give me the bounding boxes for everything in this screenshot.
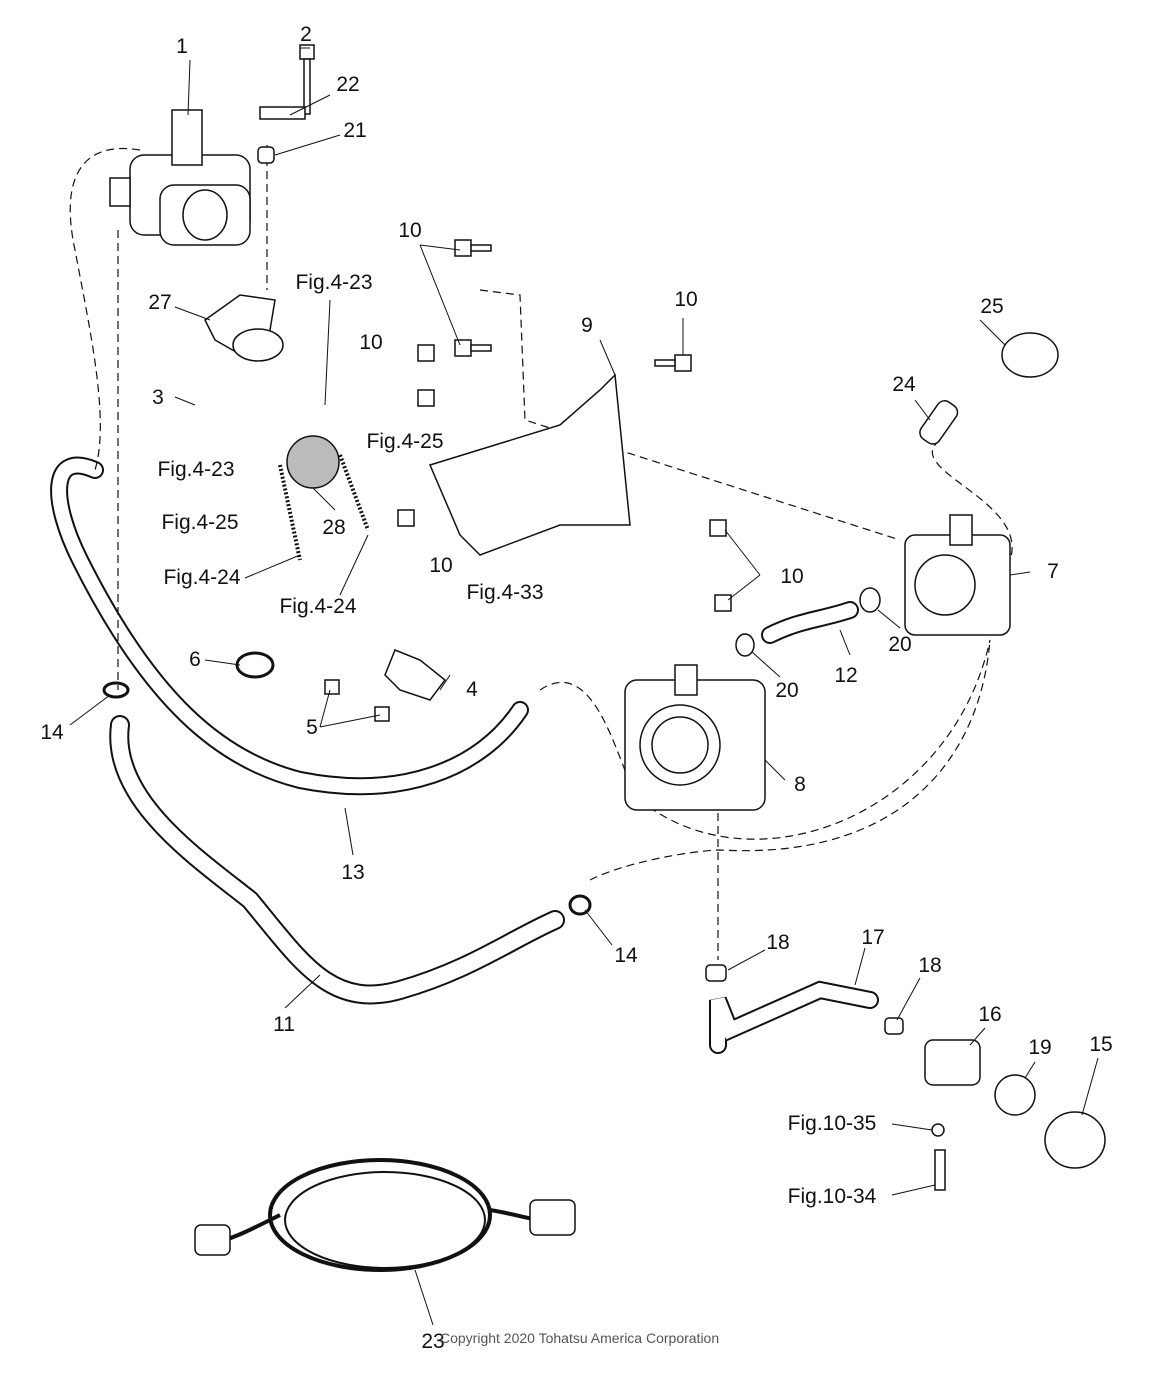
carburetor xyxy=(109,109,251,246)
elbow-16 xyxy=(924,1039,981,1086)
copyright-notice: Copyright 2020 Tohatsu America Corporati… xyxy=(440,1330,720,1346)
callout-10: 10 xyxy=(359,331,383,354)
connector-left xyxy=(194,1224,231,1256)
intake-adapter xyxy=(204,294,284,362)
connector-right xyxy=(529,1199,576,1236)
callout-7: 7 xyxy=(1047,560,1059,583)
callout-14: 14 xyxy=(40,721,64,744)
callout-fig-4-23: Fig.4-23 xyxy=(157,458,235,481)
plate-4 xyxy=(384,649,447,701)
callout-17: 17 xyxy=(861,926,885,949)
callout-14: 14 xyxy=(614,944,638,967)
callout-10: 10 xyxy=(398,219,422,242)
callout-18: 18 xyxy=(918,954,942,977)
cap-15 xyxy=(1044,1111,1106,1169)
hose-24 xyxy=(919,400,959,445)
callout-fig-4-25: Fig.4-25 xyxy=(161,511,239,534)
callout-20: 20 xyxy=(775,679,799,702)
callout-11: 11 xyxy=(273,1013,295,1036)
callout-3: 3 xyxy=(152,386,164,409)
callout-9: 9 xyxy=(581,314,593,337)
callout-10: 10 xyxy=(674,288,698,311)
callout-25: 25 xyxy=(980,295,1004,318)
callout-16: 16 xyxy=(978,1003,1002,1026)
clamp-6 xyxy=(235,651,275,679)
filter-25 xyxy=(1001,332,1059,378)
callout-6: 6 xyxy=(189,648,201,671)
callout-10: 10 xyxy=(780,565,804,588)
callout-23: 23 xyxy=(421,1330,445,1353)
callout-22: 22 xyxy=(336,73,360,96)
callout-fig-10-34: Fig.10-34 xyxy=(787,1185,877,1208)
connector-19 xyxy=(994,1074,1036,1116)
callout-12: 12 xyxy=(834,664,858,687)
callout-13: 13 xyxy=(341,861,365,884)
callout-21: 21 xyxy=(343,119,367,142)
bracket-9 xyxy=(428,373,631,556)
callout-fig-4-25: Fig.4-25 xyxy=(366,430,444,453)
callout-10: 10 xyxy=(429,554,453,577)
callout-24: 24 xyxy=(892,373,916,396)
callout-8: 8 xyxy=(794,773,806,796)
callout-19: 19 xyxy=(1028,1036,1052,1059)
callout-5: 5 xyxy=(306,716,318,739)
callout-28: 28 xyxy=(322,516,346,539)
callout-1: 1 xyxy=(176,35,188,58)
hose-23 xyxy=(268,1158,492,1272)
callout-18: 18 xyxy=(766,931,790,954)
callout-fig-4-24: Fig.4-24 xyxy=(163,566,241,589)
callout-15: 15 xyxy=(1089,1033,1113,1056)
callout-2: 2 xyxy=(300,23,312,46)
callout-fig-4-33: Fig.4-33 xyxy=(466,581,544,604)
screen-28 xyxy=(286,435,340,489)
callout-fig-4-23: Fig.4-23 xyxy=(295,271,373,294)
bolts xyxy=(257,44,732,722)
callout-20: 20 xyxy=(888,633,912,656)
fuel-pump-7 xyxy=(904,514,1011,636)
callout-fig-4-24: Fig.4-24 xyxy=(279,595,357,618)
callout-4: 4 xyxy=(466,678,478,701)
callout-fig-10-35: Fig.10-35 xyxy=(787,1112,877,1135)
callout-27: 27 xyxy=(148,291,172,314)
fuel-pump-8 xyxy=(624,664,766,811)
